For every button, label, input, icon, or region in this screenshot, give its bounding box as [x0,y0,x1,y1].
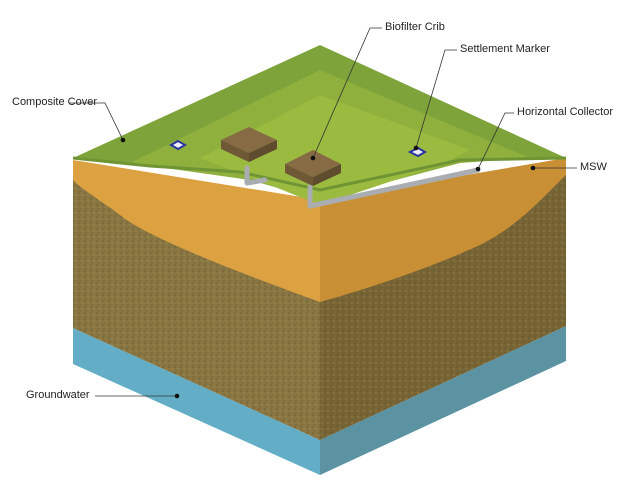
groundwater-right-face [320,326,566,475]
biofilter-crib-2 [285,150,341,186]
biofilter-crib-1 [221,127,277,162]
label-composite-cover: Composite Cover [12,96,97,108]
groundwater-left-face [73,328,320,475]
label-groundwater: Groundwater [26,389,90,401]
label-biofilter-crib: Biofilter Crib [385,21,445,33]
horizontal-collector-pipe [244,165,481,209]
label-settlement-marker: Settlement Marker [460,43,550,55]
label-horizontal-collector: Horizontal Collector [517,106,613,118]
label-msw: MSW [580,161,607,173]
settlement-marker-1 [168,139,188,151]
msw-right-face [320,158,566,302]
msw-left-face [73,160,320,302]
